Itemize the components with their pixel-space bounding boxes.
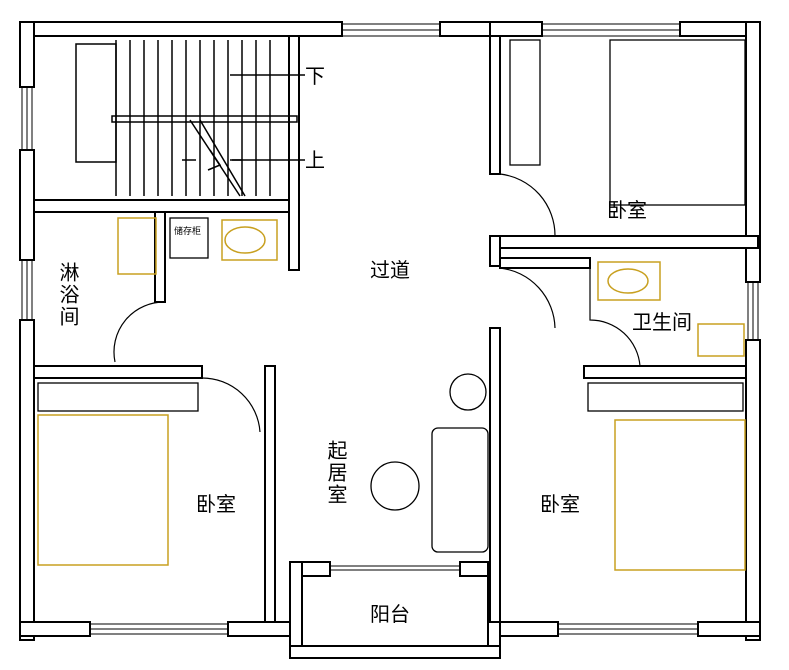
wall-bedroom-bl-top (33, 365, 203, 379)
wall-balcony-side-l (289, 561, 303, 659)
coffee-table (370, 461, 420, 511)
windows (21, 23, 759, 635)
sofa (431, 427, 489, 553)
lamp (449, 373, 487, 411)
walls (19, 21, 761, 659)
bed-bottom-left (37, 414, 169, 566)
bed-top-right (609, 39, 746, 206)
stair-down-label: 下 (305, 64, 325, 88)
wall-stair-bottom (33, 199, 300, 213)
wall-left-c (19, 319, 35, 641)
furniture-black (37, 39, 746, 553)
wall-bottom-c (499, 621, 559, 637)
staircase (75, 40, 305, 197)
wall-stair-right (288, 35, 300, 271)
room-balcony: 阳台 (370, 602, 410, 626)
room-bedroom-bottom-left: 卧室 (196, 492, 236, 516)
room-bedroom-top-right: 卧室 (607, 198, 647, 222)
wall-bedroom-br-top (583, 365, 747, 379)
doors (113, 173, 641, 433)
wall-top-left (19, 21, 343, 37)
wall-right-b (745, 339, 761, 641)
wall-top-right-a (489, 21, 543, 37)
wall-bottom-d (697, 621, 761, 637)
room-bedroom-bottom-right: 卧室 (540, 492, 580, 516)
wardrobe-br (587, 382, 744, 412)
wall-bottom-a (19, 621, 91, 637)
wardrobe-bl (37, 382, 199, 412)
wall-left-b (19, 149, 35, 261)
wall-bedroom-bl-right (264, 365, 276, 623)
cabinet (169, 217, 209, 259)
room-bathroom: 卫生间 (632, 310, 692, 334)
wall-bedroom-tr-bottom (499, 235, 759, 249)
wall-bedroom-br-left (489, 327, 501, 623)
wall-bath-top (499, 257, 591, 269)
wall-left-a (19, 21, 35, 88)
wardrobe-top (509, 39, 541, 166)
bed-bottom-right (614, 419, 746, 571)
sink-bathroom (597, 261, 661, 301)
cabinet-label: 储存柜 (174, 227, 202, 237)
stair-up-label: 上 (305, 148, 325, 172)
wall-balcony-bottom (289, 645, 501, 659)
furniture (37, 217, 746, 571)
room-shower: 淋浴间 (56, 262, 80, 328)
wall-mid-right (489, 235, 501, 267)
sink-shower (221, 219, 278, 261)
room-corridor: 过道 (370, 258, 410, 282)
wall-bedroom-tr-left (489, 35, 501, 175)
room-living: 起居室 (324, 440, 348, 506)
